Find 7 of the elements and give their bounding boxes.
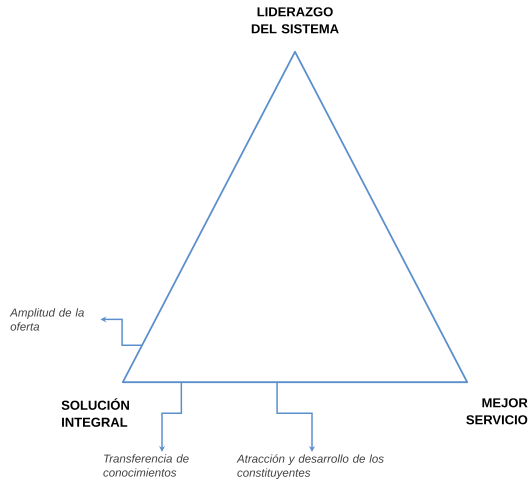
italic-note: Atracción y desarrollo de los constituyentes: [236, 454, 384, 480]
vertex-label: SOLUCIÓN INTEGRAL: [62, 398, 129, 427]
italic-note: Amplitud de la oferta: [10, 308, 84, 331]
vertex-label: LIDERAZGO DEL SISTEMA: [252, 7, 339, 34]
italic-note: Transferencia de conocimientos: [103, 454, 189, 477]
triangle-outline: [122, 50, 468, 384]
vertex-label: MEJOR SERVICIO: [466, 398, 528, 424]
